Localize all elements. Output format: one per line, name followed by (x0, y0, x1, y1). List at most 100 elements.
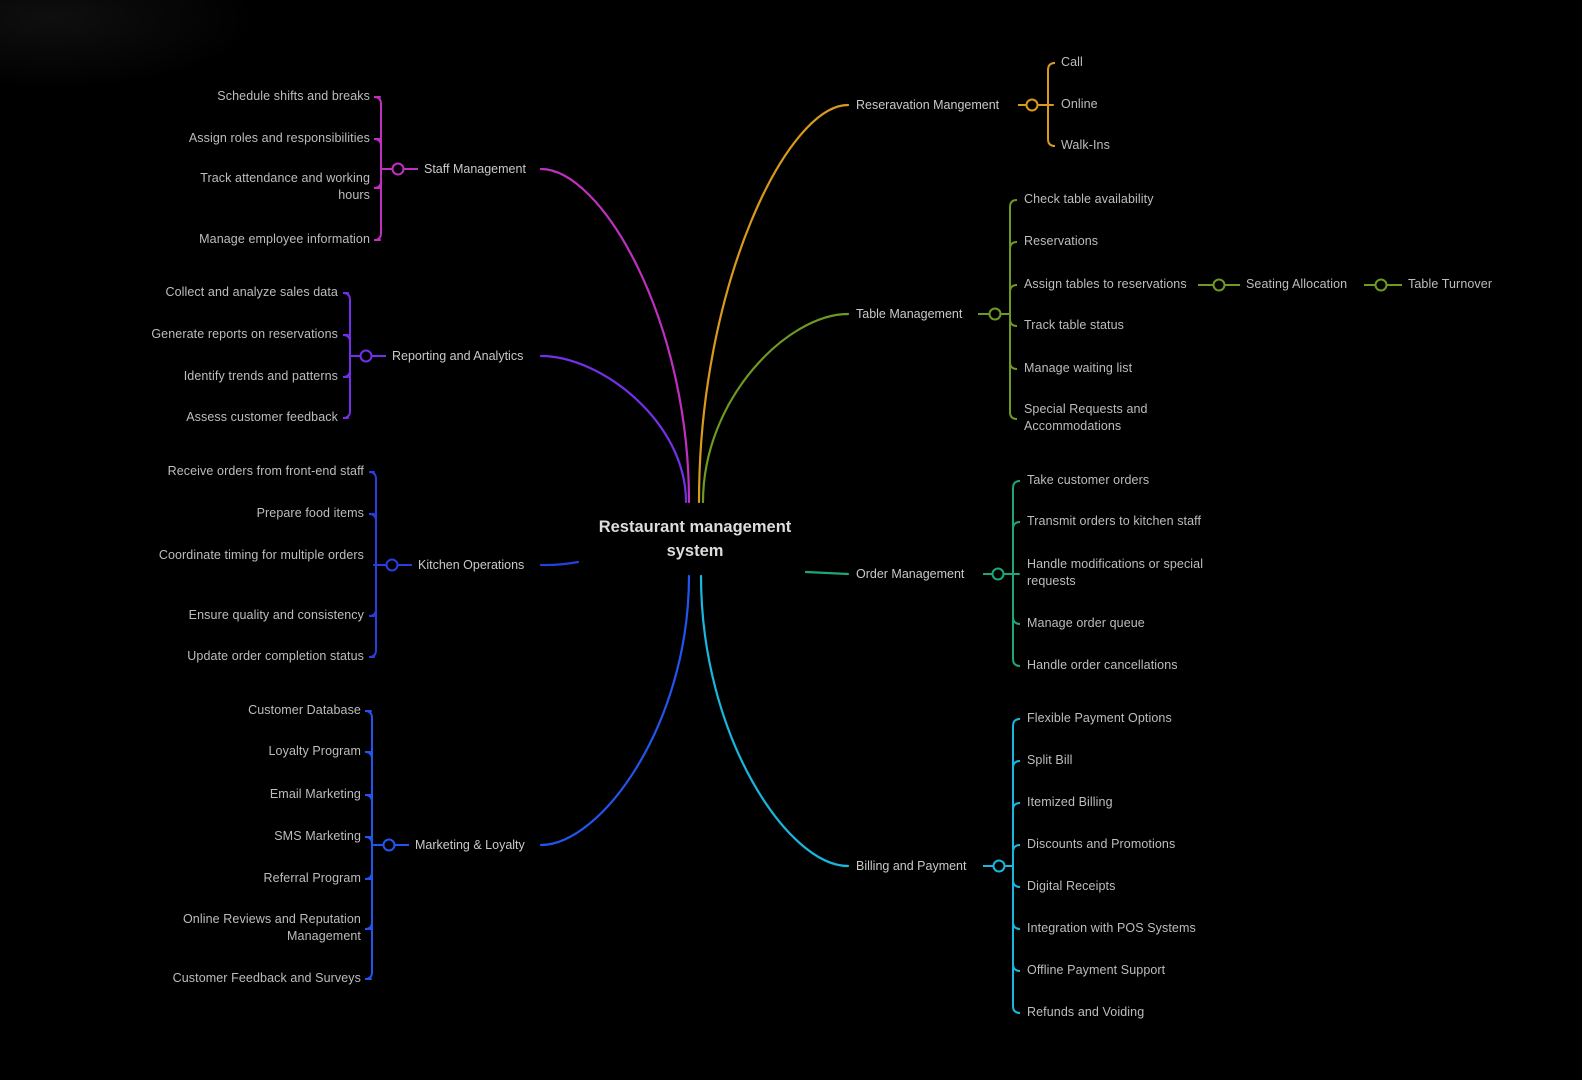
chain-node-table-1[interactable]: Table Turnover (1408, 277, 1493, 291)
child-connector-kitchen-3 (368, 608, 377, 617)
child-connector-kitchen-4 (368, 649, 377, 658)
leaf-node-marketing-6[interactable]: Customer Feedback and Surveys (172, 970, 361, 985)
child-connector-marketing-0 (364, 710, 373, 719)
leaf-node-reservation-2[interactable]: Walk-Ins (1061, 137, 1110, 152)
leaf-node-kitchen-0[interactable]: Receive orders from front-end staff (167, 463, 364, 478)
leaf-node-order-4[interactable]: Handle order cancellations (1027, 657, 1178, 672)
child-connector-billing-7 (1012, 1005, 1021, 1014)
child-connector-order-0 (1012, 480, 1021, 489)
child-connector-table-0 (1009, 199, 1018, 208)
leaf-node-billing-7[interactable]: Refunds and Voiding (1027, 1004, 1145, 1019)
leaf-node-kitchen-4[interactable]: Update order completion status (187, 648, 364, 663)
branch-label-staff[interactable]: Staff Management (424, 162, 526, 176)
junction-node-reservation (1025, 98, 1039, 112)
junction-node-table (988, 307, 1002, 321)
branch-curve-marketing (539, 574, 691, 847)
leaf-node-table-1[interactable]: Reservations (1024, 233, 1099, 248)
child-connector-staff-2 (373, 180, 382, 189)
child-connector-table-5 (1009, 411, 1018, 420)
chain-node-circle-table-0 (1212, 278, 1226, 292)
child-connector-table-3 (1009, 318, 1018, 327)
leaf-node-table-4[interactable]: Manage waiting list (1024, 360, 1133, 375)
leaf-node-marketing-3[interactable]: SMS Marketing (274, 828, 361, 843)
child-connector-reporting-1 (342, 334, 351, 343)
leaf-node-reporting-1[interactable]: Generate reports on reservations (151, 326, 338, 341)
junction-node-reporting (359, 349, 373, 363)
leaf-node-billing-5[interactable]: Integration with POS Systems (1027, 920, 1196, 935)
leaf-node-reservation-1[interactable]: Online (1061, 96, 1098, 111)
leaf-node-staff-3[interactable]: Manage employee information (199, 231, 370, 246)
leaf-node-table-0[interactable]: Check table availability (1024, 191, 1154, 206)
leaf-node-order-3[interactable]: Manage order queue (1027, 615, 1145, 630)
leaf-node-billing-0[interactable]: Flexible Payment Options (1027, 710, 1172, 725)
leaf-node-marketing-1[interactable]: Loyalty Program (268, 743, 361, 758)
chain-node-table-0[interactable]: Seating Allocation (1246, 277, 1348, 291)
child-connector-billing-3 (1012, 844, 1021, 853)
branch-label-kitchen[interactable]: Kitchen Operations (418, 558, 525, 572)
branch-label-billing[interactable]: Billing and Payment (856, 859, 967, 873)
leaf-node-kitchen-2[interactable]: Coordinate timing for multiple orders (158, 548, 364, 562)
child-connector-billing-0 (1012, 718, 1021, 727)
chain-node-circle-table-1 (1374, 278, 1388, 292)
leaf-node-table-2[interactable]: Assign tables to reservations (1024, 276, 1187, 291)
child-connector-order-3 (1012, 616, 1021, 625)
branch-label-marketing[interactable]: Marketing & Loyalty (415, 838, 525, 852)
leaf-node-table-5[interactable]: Special Requests and Accommodations (1024, 402, 1148, 433)
leaf-node-reporting-0[interactable]: Collect and analyze sales data (165, 284, 338, 299)
leaf-node-billing-3[interactable]: Discounts and Promotions (1027, 836, 1176, 851)
leaf-node-marketing-0[interactable]: Customer Database (248, 702, 361, 717)
leaf-node-kitchen-1[interactable]: Prepare food items (256, 505, 364, 520)
leaf-node-order-2[interactable]: Handle modifications or special requests (1027, 557, 1204, 588)
branch-curve-billing (699, 574, 850, 868)
child-connector-marketing-5 (364, 921, 373, 930)
child-connector-staff-1 (373, 138, 382, 147)
leaf-node-reservation-0[interactable]: Call (1061, 54, 1083, 69)
leaf-node-staff-1[interactable]: Assign roles and responsibilities (188, 130, 370, 145)
branch-curve-table (701, 312, 850, 504)
junction-node-billing (992, 859, 1006, 873)
junction-node-kitchen (385, 558, 399, 572)
branch-curve-staff (539, 167, 691, 504)
leaf-node-marketing-5[interactable]: Online Reviews and Reputation Management (182, 912, 361, 943)
child-connector-marketing-2 (364, 794, 373, 803)
leaf-node-table-3[interactable]: Track table status (1024, 317, 1124, 332)
child-connector-billing-6 (1012, 963, 1021, 972)
leaf-node-billing-2[interactable]: Itemized Billing (1027, 794, 1113, 809)
leaf-node-kitchen-3[interactable]: Ensure quality and consistency (188, 607, 364, 622)
child-connector-table-4 (1009, 361, 1018, 370)
child-connector-marketing-6 (364, 971, 373, 980)
leaf-node-reporting-2[interactable]: Identify trends and patterns (183, 368, 338, 383)
child-connector-reservation-0 (1047, 62, 1056, 71)
child-connector-reporting-0 (342, 292, 351, 301)
child-connector-table-1 (1009, 241, 1018, 250)
leaf-node-billing-4[interactable]: Digital Receipts (1027, 878, 1116, 893)
junction-node-staff (391, 162, 405, 176)
branch-curve-order (804, 570, 850, 576)
junction-node-order (991, 567, 1005, 581)
leaf-node-staff-0[interactable]: Schedule shifts and breaks (217, 88, 370, 103)
child-connector-billing-1 (1012, 760, 1021, 769)
root-node-title[interactable]: Restaurant management system (598, 518, 792, 560)
child-connector-kitchen-1 (368, 513, 377, 522)
branch-label-table[interactable]: Table Management (856, 307, 963, 321)
child-connector-table-2 (1009, 284, 1018, 293)
branch-label-reservation[interactable]: Reseravation Mangement (856, 98, 1000, 112)
leaf-node-billing-6[interactable]: Offline Payment Support (1027, 962, 1166, 977)
leaf-node-order-0[interactable]: Take customer orders (1027, 472, 1150, 487)
branch-curve-reservation (697, 103, 850, 504)
leaf-node-staff-2[interactable]: Track attendance and working hours (200, 171, 370, 202)
child-connector-marketing-1 (364, 751, 373, 760)
child-connector-staff-3 (373, 232, 382, 241)
junction-node-marketing (382, 838, 396, 852)
leaf-node-billing-1[interactable]: Split Bill (1027, 752, 1073, 767)
child-connector-kitchen-0 (368, 471, 377, 480)
leaf-node-marketing-4[interactable]: Referral Program (263, 870, 361, 885)
branch-label-reporting[interactable]: Reporting and Analytics (392, 349, 524, 363)
child-connector-staff-0 (373, 96, 382, 105)
child-connector-billing-5 (1012, 921, 1021, 930)
leaf-node-marketing-2[interactable]: Email Marketing (269, 786, 361, 801)
leaf-node-reporting-3[interactable]: Assess customer feedback (186, 409, 338, 424)
branch-label-order[interactable]: Order Management (856, 567, 965, 581)
leaf-node-order-1[interactable]: Transmit orders to kitchen staff (1027, 513, 1202, 528)
